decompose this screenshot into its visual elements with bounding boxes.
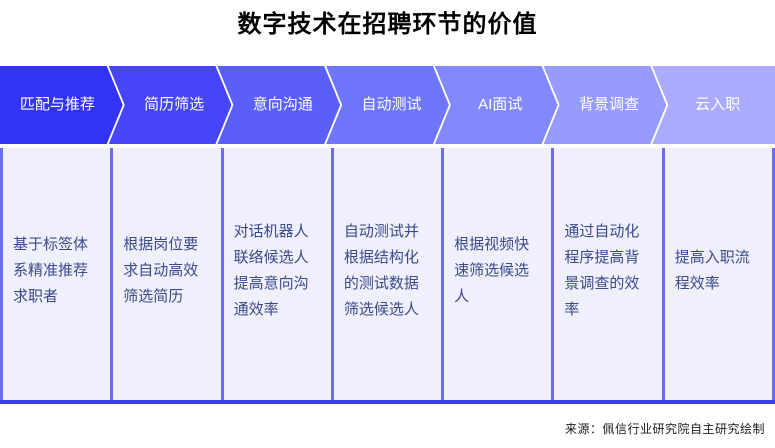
stage-label-7: 云入职	[695, 96, 741, 113]
stage-chevron-7[interactable]: 云入职	[652, 66, 775, 144]
stage-label-1: 匹配与推荐	[19, 96, 95, 113]
stage-chevron-6[interactable]: 背景调查	[544, 66, 667, 144]
stage-description-5: 根据视频快速筛选候选人	[454, 236, 530, 305]
stage-label-4: 自动测试	[361, 96, 422, 113]
stage-label-2: 简历筛选	[144, 96, 205, 113]
stage-panel-3: 对话机器人联络候选人提高意向沟通效率	[220, 148, 331, 400]
stage-panel-2: 根据岗位要求自动高效筛选简历	[110, 148, 221, 400]
stage-description-7: 提高入职流程效率	[674, 249, 750, 292]
stage-description-1: 基于标签体系精准推荐求职者	[13, 236, 89, 305]
stage-panel-1: 基于标签体系精准推荐求职者	[0, 148, 111, 400]
stage-description-4: 自动测试并根据结构化的测试数据筛选候选人	[343, 223, 419, 318]
stage-description-6: 通过自动化程序提高背景调查的效率	[564, 223, 640, 318]
stage-description-3: 对话机器人联络候选人提高意向沟通效率	[233, 223, 309, 318]
process-description-row: 基于标签体系精准推荐求职者 根据岗位要求自动高效筛选简历 对话机器人联络候选人提…	[0, 148, 775, 404]
stage-label-5: AI面试	[478, 96, 523, 113]
stage-chevron-3[interactable]: 意向沟通	[217, 66, 340, 144]
stage-chevron-5[interactable]: AI面试	[435, 66, 558, 144]
stage-panel-4: 自动测试并根据结构化的测试数据筛选候选人	[330, 148, 442, 400]
stage-label-3: 意向沟通	[252, 96, 313, 113]
stage-panel-5: 根据视频快速筛选候选人	[441, 148, 552, 400]
stage-chevron-1[interactable]: 匹配与推荐	[0, 66, 123, 144]
source-note: 来源：佩信行业研究院自主研究绘制	[564, 422, 765, 436]
stage-description-2: 根据岗位要求自动高效筛选简历	[123, 236, 199, 305]
stage-label-6: 背景调查	[578, 96, 639, 113]
stage-panel-6: 通过自动化程序提高背景调查的效率	[551, 148, 662, 400]
stage-chevron-2[interactable]: 简历筛选	[109, 66, 232, 144]
page-title: 数字技术在招聘环节的价值	[237, 11, 538, 38]
stage-chevron-4[interactable]: 自动测试	[326, 66, 449, 144]
process-stage-header-row: 匹配与推荐 简历筛选 意向沟通 自动测试 AI面试 背景调查 云入职	[0, 66, 775, 144]
stage-panel-7: 提高入职流程效率	[661, 148, 775, 400]
